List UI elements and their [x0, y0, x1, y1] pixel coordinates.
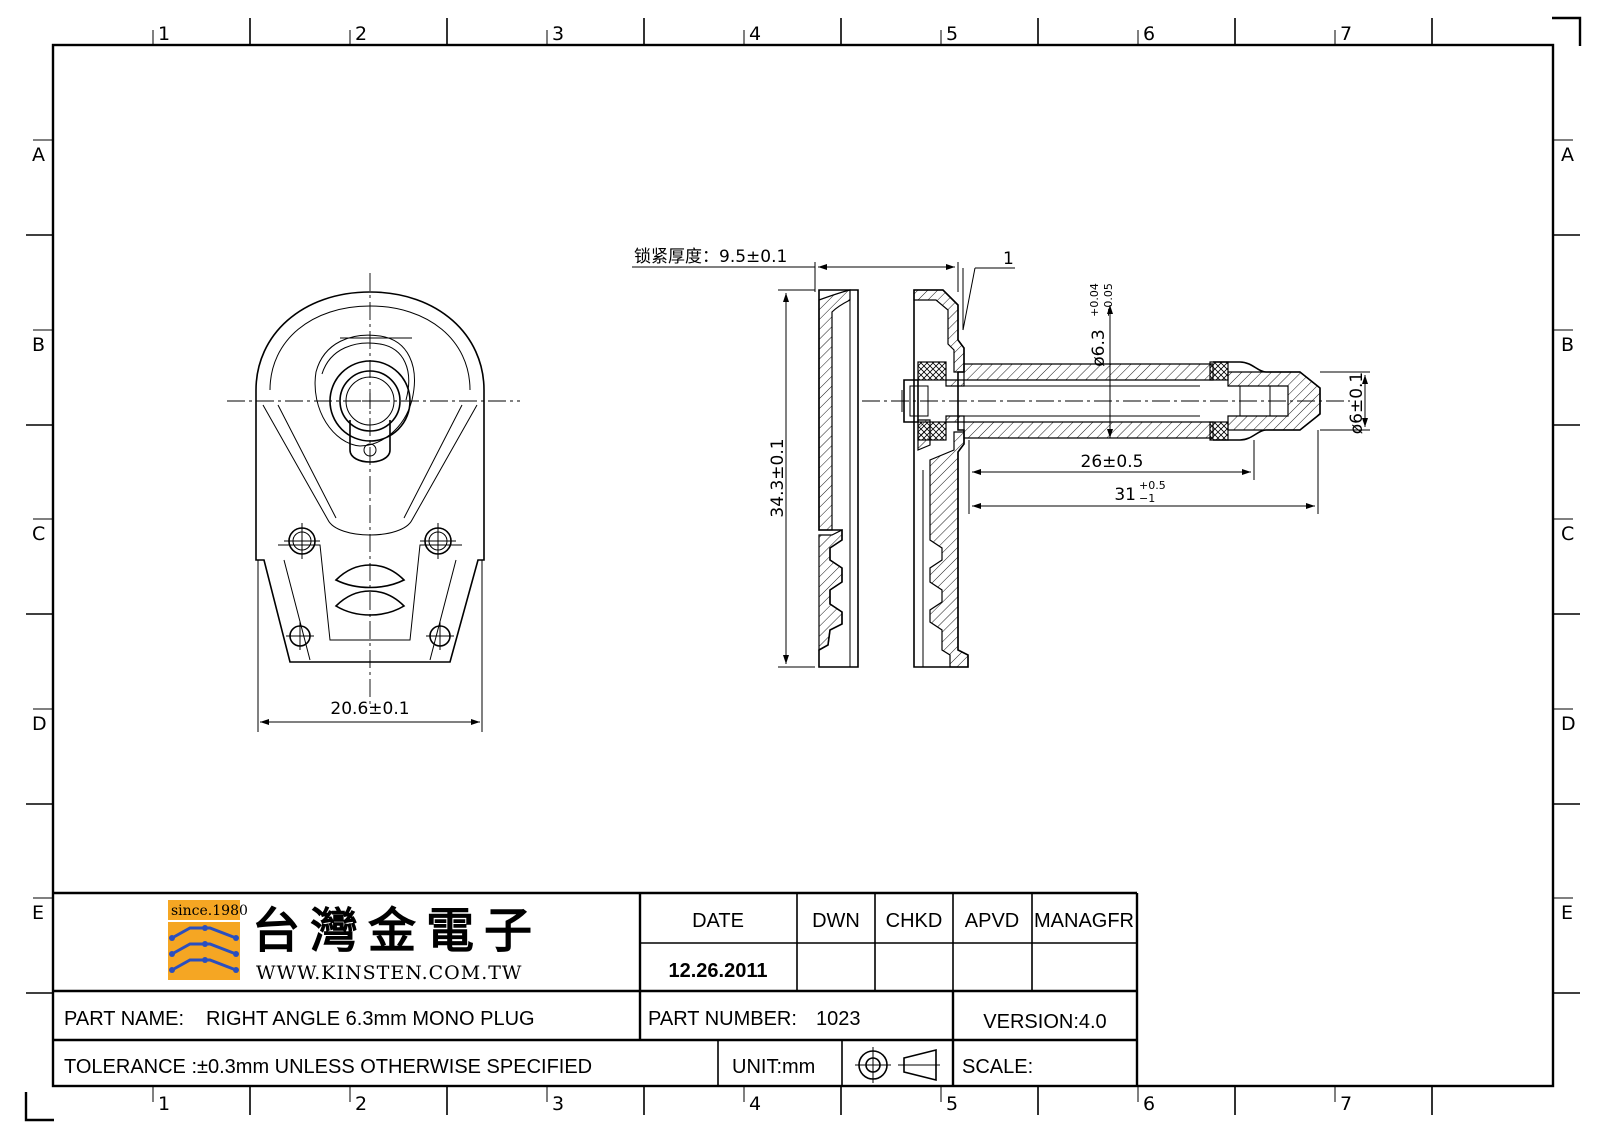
zone-row-c-left: C [32, 523, 45, 545]
zone-col-5-top: 5 [946, 23, 958, 45]
dim-diameter-6: ø6±0.1 [1347, 372, 1367, 435]
front-view: 20.6±0.1 [227, 273, 520, 732]
zone-col-3-top: 3 [552, 23, 564, 45]
dim-length-26: 26±0.5 [1081, 452, 1144, 472]
zone-row-d-left: D [32, 713, 47, 735]
zone-col-4-top: 4 [749, 23, 761, 45]
title-block: since.1980 台灣金電子 WWW.KINSTEN.COM.TW DATE… [53, 891, 1139, 1086]
zone-col-2-bottom: 2 [355, 1093, 367, 1115]
zone-row-e-left: E [32, 902, 44, 924]
dim-lock-thickness: 锁紧厚度：9.5±0.1 [634, 247, 787, 267]
dim-height-side: 34.3±0.1 [768, 438, 788, 517]
dim-step-one: 1 [1003, 249, 1014, 269]
part-number-label: PART NUMBER: [648, 1008, 797, 1030]
apvd-label: APVD [965, 910, 1019, 932]
company-name-cn: 台灣金電子 [252, 903, 542, 959]
zone-col-1-top: 1 [158, 23, 170, 45]
dim-diameter-63-tol-plus: +0.04 [1088, 283, 1101, 317]
chkd-label: CHKD [886, 910, 943, 932]
zone-row-d-right: D [1561, 713, 1576, 735]
zone-col-7-bottom: 7 [1340, 1093, 1352, 1115]
zone-row-a-left: A [32, 144, 45, 166]
dim-length-31-tol-plus: +0.5 [1139, 479, 1166, 492]
zone-row-b-right: B [1561, 334, 1574, 356]
dim-width-front: 20.6±0.1 [330, 699, 409, 719]
zone-row-c-right: C [1561, 523, 1574, 545]
projection-symbol-icon [855, 1047, 940, 1083]
part-name-label: PART NAME: [64, 1008, 184, 1030]
logo-since: since.1980 [171, 903, 248, 919]
section-view-plug: 锁紧厚度：9.5±0.1 1 [632, 247, 1370, 668]
zone-col-2-top: 2 [355, 23, 367, 45]
date-value: 12.26.2011 [669, 960, 768, 982]
zone-col-7-top: 7 [1340, 23, 1352, 45]
zone-col-1-bottom: 1 [158, 1093, 170, 1115]
part-name-value: RIGHT ANGLE 6.3mm MONO PLUG [206, 1008, 535, 1030]
scale-label: SCALE: [962, 1056, 1033, 1078]
zone-col-4-bottom: 4 [749, 1093, 761, 1115]
date-label: DATE [692, 910, 744, 932]
zone-col-6-bottom: 6 [1143, 1093, 1155, 1115]
dim-length-31-tol-minus: −1 [1139, 492, 1155, 505]
dwn-label: DWN [812, 910, 860, 932]
zone-row-a-right: A [1561, 144, 1574, 166]
unit: UNIT:mm [732, 1056, 815, 1078]
zone-row-b-left: B [32, 334, 45, 356]
zone-col-3-bottom: 3 [552, 1093, 564, 1115]
sheet-border: 1 2 3 4 5 6 7 1 2 3 4 5 6 7 A B C D E A … [24, 16, 1582, 1122]
version: VERSION:4.0 [983, 1011, 1106, 1033]
zone-col-6-top: 6 [1143, 23, 1155, 45]
company-logo: since.1980 [168, 900, 248, 980]
tolerance: TOLERANCE :±0.3mm UNLESS OTHERWISE SPECI… [64, 1056, 592, 1078]
zone-row-e-right: E [1561, 902, 1573, 924]
managfr-label: MANAGFR [1034, 910, 1134, 932]
side-view-shell: 34.3±0.1 [768, 289, 859, 668]
dim-diameter-63: ø6.3 [1089, 329, 1109, 366]
part-number-value: 1023 [816, 1008, 861, 1030]
company-website: WWW.KINSTEN.COM.TW [256, 962, 522, 984]
zone-col-5-bottom: 5 [946, 1093, 958, 1115]
dim-length-31: 31 [1114, 485, 1136, 505]
dim-diameter-63-tol-minus: −0.05 [1102, 283, 1115, 317]
